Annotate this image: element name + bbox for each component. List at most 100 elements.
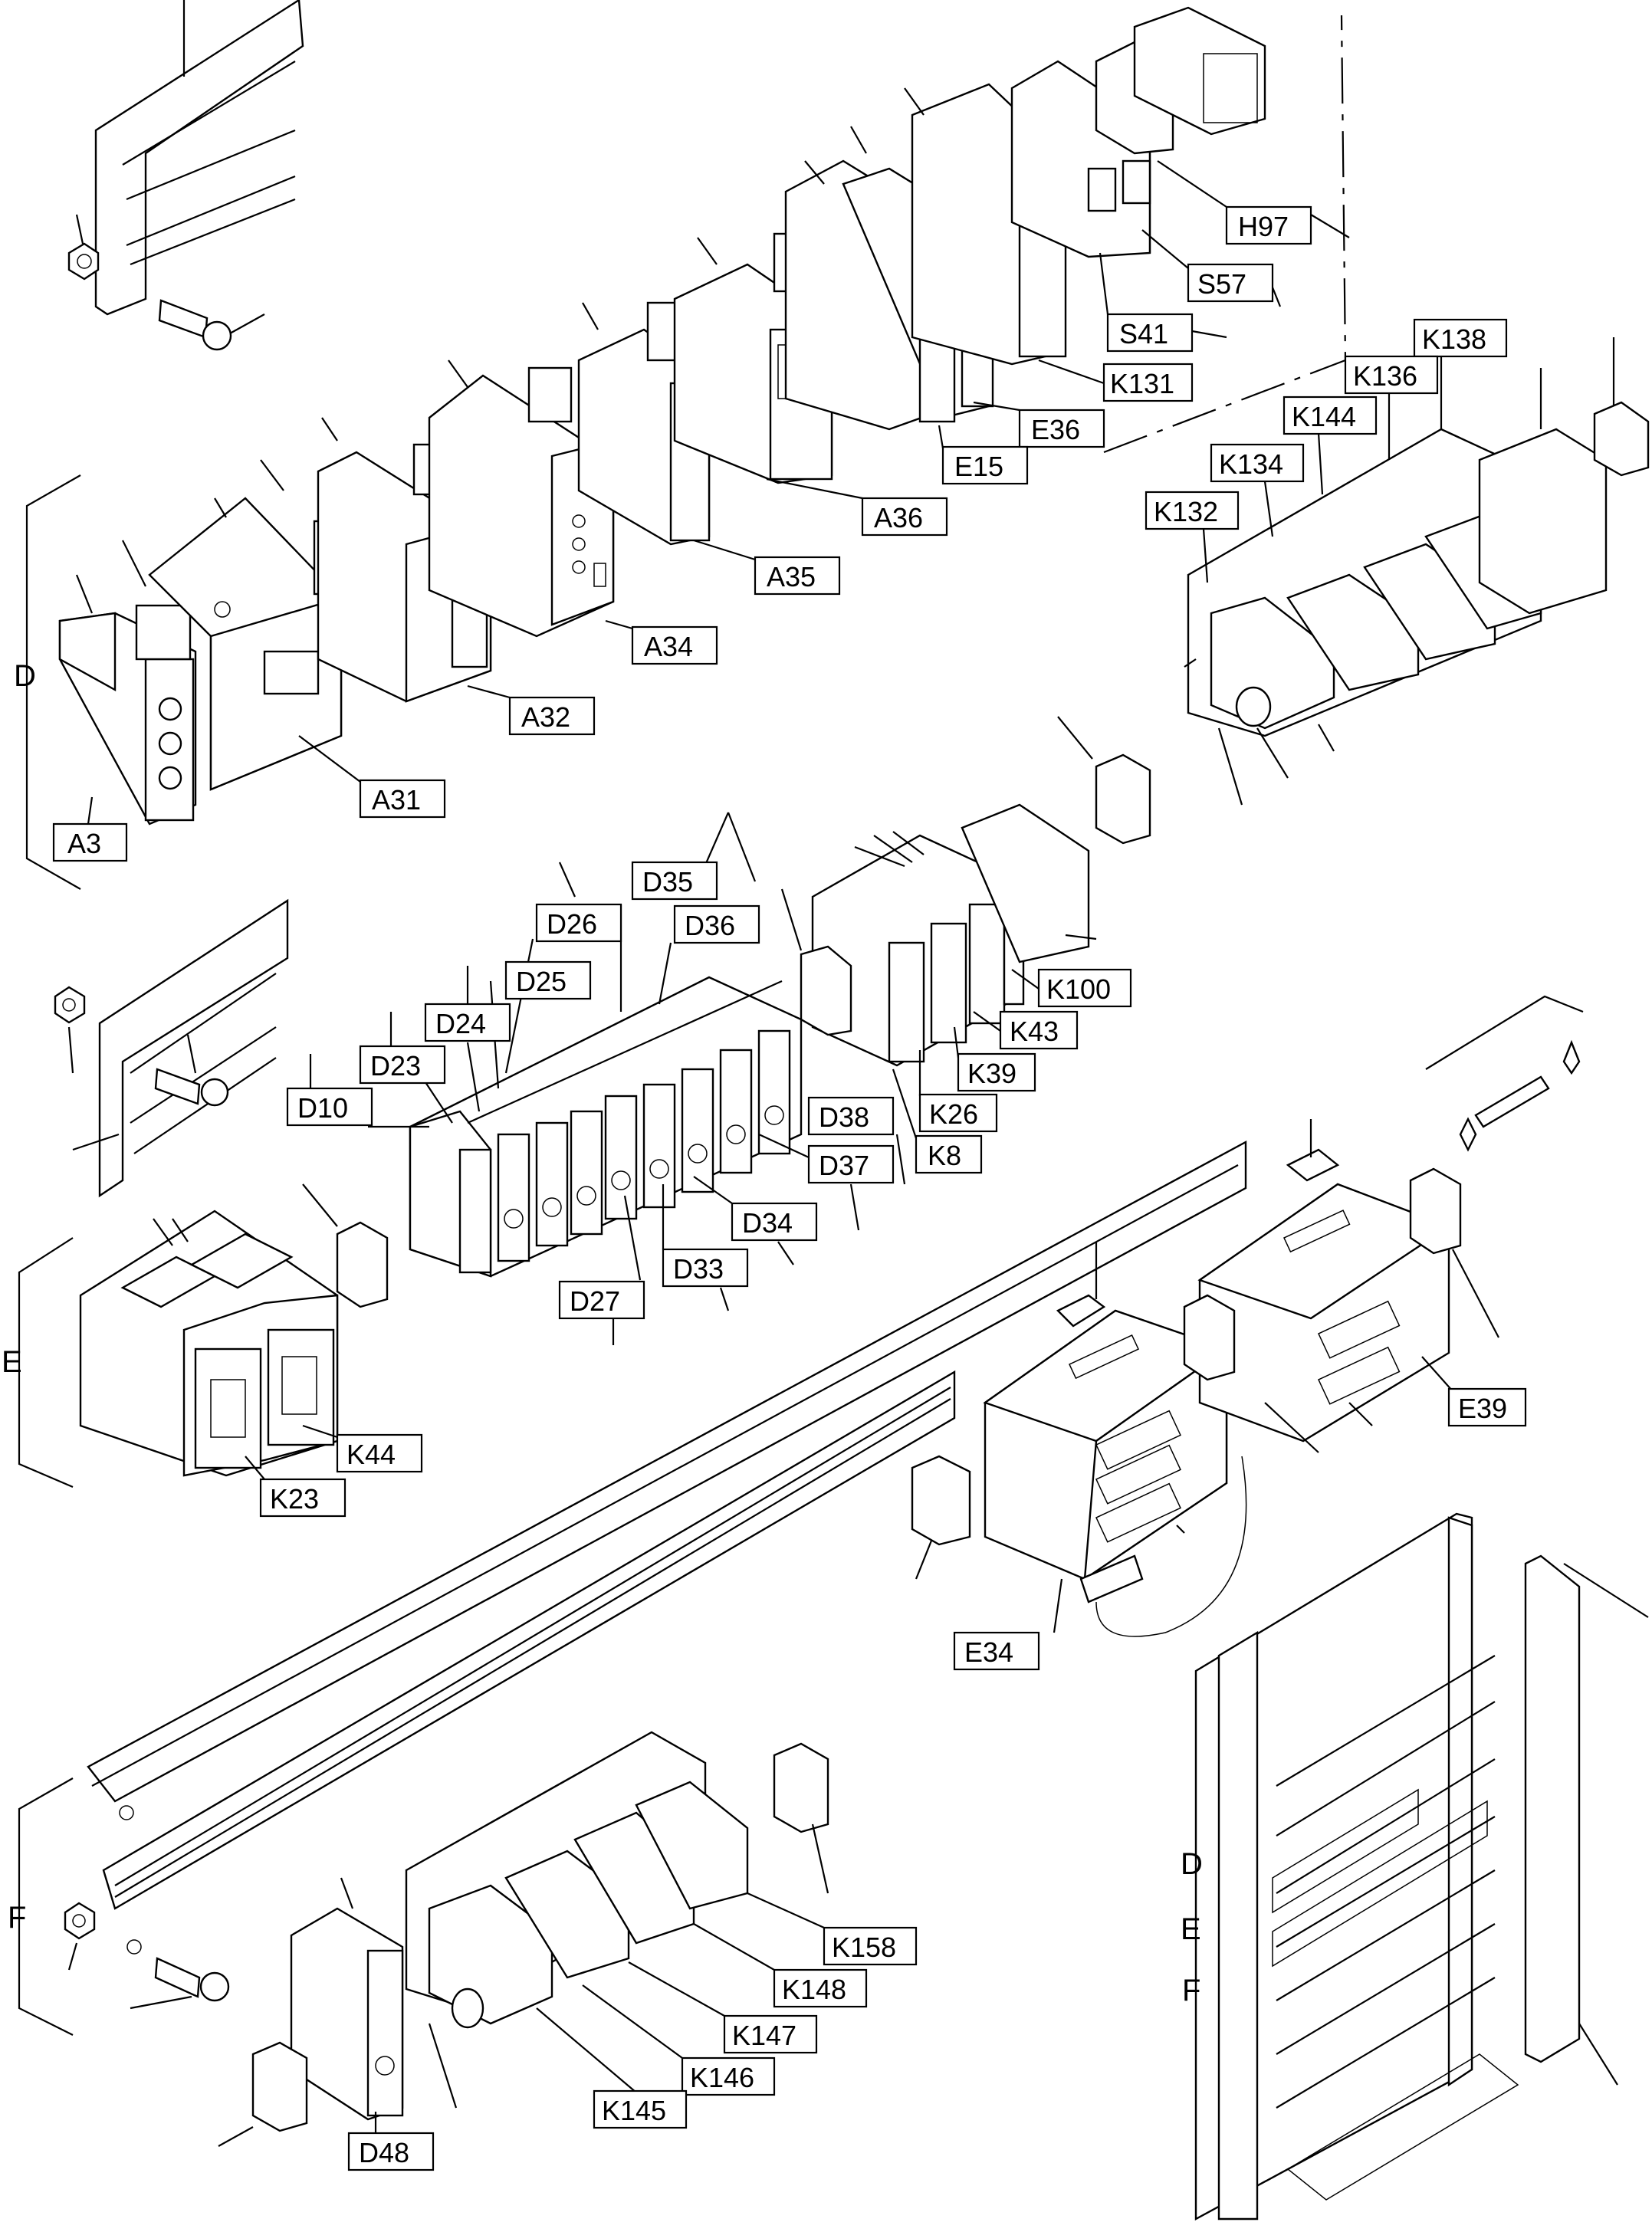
svg-text:D48: D48 bbox=[359, 2137, 409, 2168]
group-d-letter: D bbox=[14, 659, 36, 693]
label-k44: K44 bbox=[302, 1424, 423, 1473]
label-k134: K134 bbox=[1210, 443, 1305, 537]
svg-text:D25: D25 bbox=[516, 966, 567, 997]
svg-text:E36: E36 bbox=[1031, 414, 1080, 445]
svg-text:A35: A35 bbox=[767, 561, 816, 592]
svg-text:K146: K146 bbox=[690, 2062, 754, 2093]
label-d38: D38 bbox=[807, 1096, 906, 1185]
clip-small-e34 bbox=[911, 1455, 971, 1580]
label-d36: D36 bbox=[658, 904, 760, 1005]
svg-text:K134: K134 bbox=[1219, 448, 1283, 480]
label-k26: K26 bbox=[918, 1050, 998, 1133]
module-row-k8 bbox=[780, 803, 1097, 1067]
svg-text:K158: K158 bbox=[832, 1932, 896, 1963]
svg-text:E15: E15 bbox=[954, 451, 1003, 482]
module-a31 bbox=[122, 497, 358, 791]
label-a36: A36 bbox=[766, 478, 948, 537]
clip-f bbox=[218, 1742, 829, 2147]
svg-text:E39: E39 bbox=[1458, 1393, 1507, 1424]
label-k132: K132 bbox=[1145, 491, 1240, 583]
label-e15: E15 bbox=[938, 425, 1029, 485]
label-k131: K131 bbox=[1038, 359, 1194, 402]
svg-text:K23: K23 bbox=[270, 1483, 319, 1515]
label-s57: S57 bbox=[1141, 229, 1282, 307]
svg-text:D33: D33 bbox=[673, 1253, 724, 1285]
svg-text:A36: A36 bbox=[874, 502, 923, 533]
svg-text:K144: K144 bbox=[1292, 401, 1356, 432]
svg-text:K43: K43 bbox=[1010, 1016, 1059, 1047]
box-e39 bbox=[1183, 1119, 1499, 1453]
label-k136: K136 bbox=[1344, 355, 1439, 460]
svg-text:K136: K136 bbox=[1353, 360, 1417, 392]
module-row-d10 bbox=[409, 976, 803, 1278]
svg-text:K148: K148 bbox=[782, 1974, 846, 2005]
label-a32: A32 bbox=[467, 684, 596, 736]
svg-text:K100: K100 bbox=[1046, 973, 1111, 1005]
clip-mid bbox=[1057, 716, 1151, 845]
terminal-block-k-right bbox=[1478, 337, 1650, 615]
relay-block-k145 bbox=[405, 1731, 749, 2109]
label-d27: D27 bbox=[558, 1195, 645, 1345]
label-d23: D23 bbox=[359, 1012, 453, 1124]
label-e36: E36 bbox=[973, 401, 1105, 448]
svg-text:D37: D37 bbox=[819, 1150, 869, 1181]
label-k23: K23 bbox=[245, 1456, 346, 1518]
label-k39: K39 bbox=[953, 1026, 1036, 1092]
svg-text:S41: S41 bbox=[1119, 318, 1168, 350]
cabinet bbox=[1194, 1512, 1649, 2221]
group-f-letter: F bbox=[8, 1901, 26, 1935]
group-letters: D E F D E F bbox=[2, 659, 1203, 2007]
label-e39: E39 bbox=[1421, 1356, 1527, 1427]
label-d25: D25 bbox=[489, 960, 592, 1089]
label-a3: A3 bbox=[52, 796, 128, 862]
label-h97: H97 bbox=[1157, 160, 1350, 245]
cabinet-row-f: F bbox=[1182, 1974, 1200, 2007]
label-k138: K138 bbox=[1413, 318, 1508, 429]
box-e34 bbox=[983, 1242, 1247, 1637]
bracket-f bbox=[18, 1777, 74, 2036]
svg-text:E34: E34 bbox=[964, 1636, 1013, 1668]
label-k100: K100 bbox=[1011, 968, 1132, 1008]
svg-text:K132: K132 bbox=[1154, 496, 1218, 527]
svg-text:K26: K26 bbox=[929, 1098, 978, 1130]
label-d35: D35 bbox=[619, 861, 718, 1012]
label-k147: K147 bbox=[628, 1961, 818, 2054]
long-rail-lower bbox=[87, 1140, 1247, 1955]
label-s41: S41 bbox=[1099, 252, 1227, 353]
label-d34: D34 bbox=[693, 1176, 818, 1265]
svg-text:D26: D26 bbox=[547, 908, 597, 940]
din-rail-top bbox=[67, 0, 304, 351]
label-d33: D33 bbox=[662, 1184, 749, 1311]
leader-d26 bbox=[558, 862, 576, 898]
svg-text:D34: D34 bbox=[742, 1207, 793, 1239]
label-k145: K145 bbox=[536, 2007, 688, 2129]
label-k158: K158 bbox=[747, 1892, 918, 1966]
svg-text:K147: K147 bbox=[732, 2020, 796, 2051]
svg-text:D24: D24 bbox=[435, 1008, 486, 1039]
label-k148: K148 bbox=[693, 1923, 868, 2008]
clip-e bbox=[302, 1183, 389, 1308]
svg-text:D38: D38 bbox=[819, 1101, 869, 1133]
label-d37: D37 bbox=[758, 1134, 895, 1231]
label-d26: D26 bbox=[504, 903, 622, 1074]
svg-text:D36: D36 bbox=[685, 910, 735, 941]
svg-text:A31: A31 bbox=[372, 784, 421, 816]
svg-text:K8: K8 bbox=[928, 1140, 961, 1171]
svg-text:K44: K44 bbox=[346, 1439, 396, 1470]
module-a3 bbox=[58, 574, 197, 826]
label-k144: K144 bbox=[1283, 396, 1378, 495]
svg-text:D35: D35 bbox=[642, 866, 693, 898]
bracket-d bbox=[25, 474, 81, 890]
label-a35: A35 bbox=[693, 539, 841, 596]
svg-text:A3: A3 bbox=[67, 828, 101, 859]
svg-text:H97: H97 bbox=[1238, 211, 1289, 242]
svg-text:D23: D23 bbox=[370, 1050, 421, 1082]
module-h97-terminals bbox=[1095, 6, 1266, 155]
cabinet-row-e: E bbox=[1181, 1912, 1201, 1946]
svg-text:K39: K39 bbox=[967, 1058, 1016, 1089]
label-e34: E34 bbox=[953, 1578, 1063, 1671]
cabinet-row-d: D bbox=[1181, 1847, 1203, 1881]
label-a31: A31 bbox=[298, 735, 446, 819]
contactor-k23-k44 bbox=[79, 1210, 339, 1477]
svg-text:D10: D10 bbox=[297, 1092, 348, 1124]
